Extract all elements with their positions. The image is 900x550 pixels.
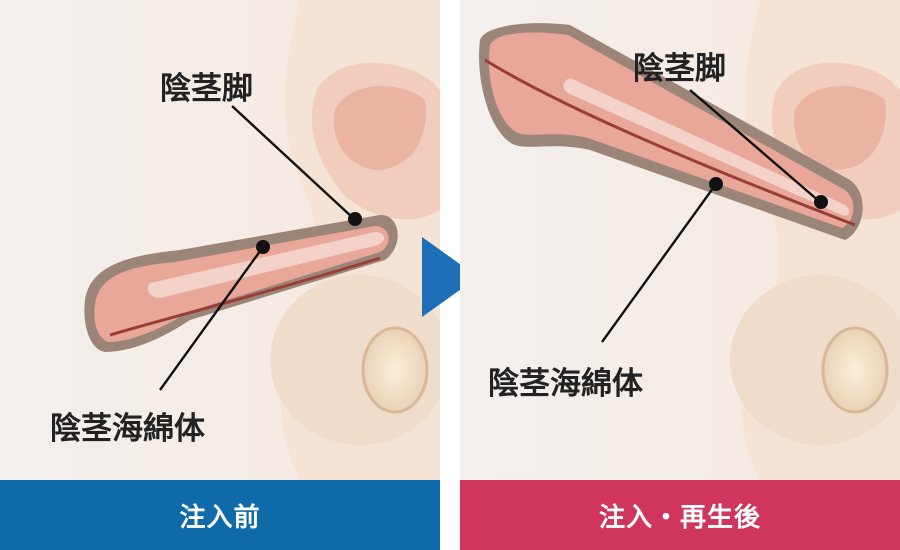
after-footer-banner: 注入・再生後 — [460, 480, 900, 550]
leader-line-cavernosum — [601, 183, 717, 343]
arrow-right-icon — [422, 237, 478, 317]
after-panel: 陰茎脚 陰茎海綿体 注入・再生後 — [460, 0, 900, 550]
label-penile-crus: 陰茎脚 — [160, 71, 253, 107]
prostate-shape — [334, 86, 426, 170]
leader-line-crus — [689, 89, 821, 203]
label-corpus-cavernosum: 陰茎海綿体 — [50, 411, 205, 447]
septum-band — [148, 232, 385, 298]
septum-band — [563, 78, 850, 216]
label-penile-crus: 陰茎脚 — [633, 51, 726, 87]
marker-dot-cavernosum — [256, 240, 270, 254]
leader-line-cavernosum — [159, 246, 264, 391]
urethra-line — [109, 256, 381, 337]
after-illustration — [460, 0, 900, 550]
before-panel: 陰茎脚 陰茎海綿体 注入前 — [0, 0, 440, 550]
prostate-shape — [794, 86, 886, 170]
testis-shape — [821, 326, 889, 414]
leader-line-crus — [231, 105, 354, 219]
before-footer-banner: 注入前 — [0, 480, 440, 550]
marker-dot-cavernosum — [709, 177, 723, 191]
testis-shape — [361, 326, 429, 414]
marker-dot-crus — [348, 212, 362, 226]
urethra-line — [484, 58, 856, 227]
marker-dot-crus — [814, 195, 828, 209]
before-illustration — [0, 0, 440, 550]
label-corpus-cavernosum: 陰茎海綿体 — [488, 366, 643, 402]
